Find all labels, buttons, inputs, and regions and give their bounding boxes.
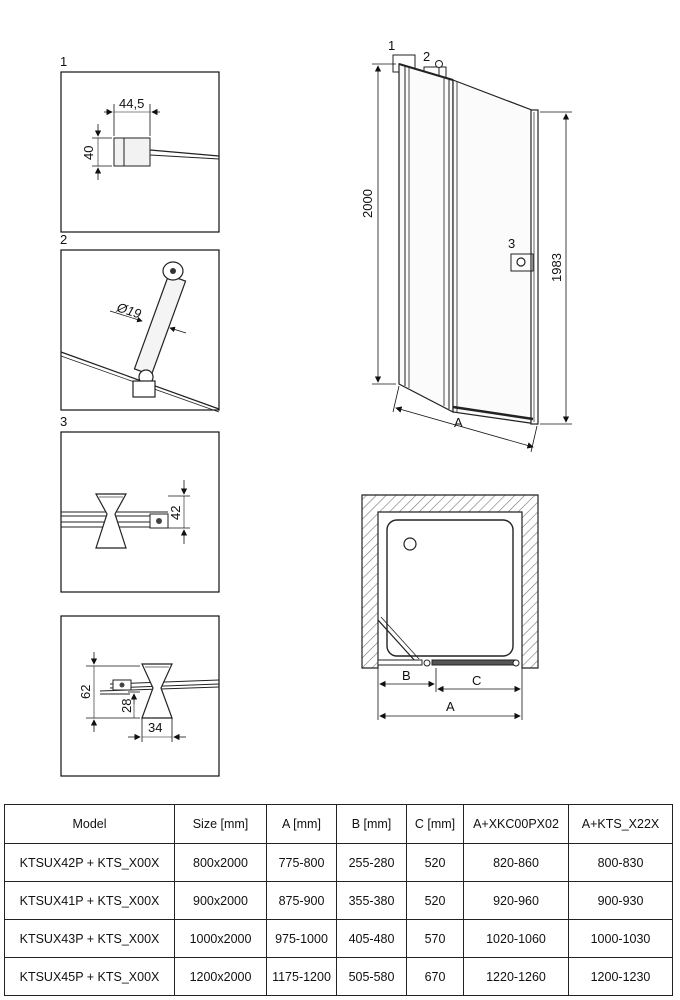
glass-clamp <box>132 380 156 398</box>
shower-tray <box>386 519 514 657</box>
cell-a: 875-900 <box>266 881 337 920</box>
dim-c: C <box>472 673 481 688</box>
plan-glass-fixed <box>431 659 517 666</box>
header-a-kts: A+KTS_X22X <box>568 804 673 844</box>
cell-b: 355-380 <box>336 881 407 920</box>
dim-40: 40 <box>81 146 96 160</box>
header-size: Size [mm] <box>174 804 267 844</box>
wall-hatch <box>361 494 539 669</box>
dim-44-5: 44,5 <box>119 96 144 111</box>
header-a-xkc: A+XKC00PX02 <box>463 804 569 844</box>
table-row: KTSUX42P + KTS_X00X 800x2000 775-800 255… <box>4 843 673 882</box>
cell-a-xkc: 1220-1260 <box>463 957 569 996</box>
cell-a-kts: 1000-1030 <box>568 919 673 958</box>
detail-4: 62 28 34 <box>60 615 220 777</box>
dim-28: 28 <box>119 699 134 713</box>
door-knob <box>94 493 128 549</box>
cell-model: KTSUX45P + KTS_X00X <box>4 957 175 996</box>
dim-34: 34 <box>148 720 162 735</box>
header-a: A [mm] <box>266 804 337 844</box>
detail-2-number: 2 <box>60 232 67 247</box>
table-row: KTSUX45P + KTS_X00X 1200x2000 1175-1200 … <box>4 957 673 996</box>
header-b: B [mm] <box>336 804 407 844</box>
wall-profile <box>113 137 151 167</box>
dim-a-plan: A <box>446 699 455 714</box>
dim-62: 62 <box>78 685 93 699</box>
cell-a-kts: 1200-1230 <box>568 957 673 996</box>
header-c: C [mm] <box>406 804 464 844</box>
dimensions-table: Model Size [mm] A [mm] B [mm] C [mm] A+X… <box>4 804 673 996</box>
dim-width-a: A <box>454 415 463 430</box>
dim-height-1983: 1983 <box>549 253 564 282</box>
cell-c: 520 <box>406 843 464 882</box>
cell-model: KTSUX42P + KTS_X00X <box>4 843 175 882</box>
cell-model: KTSUX41P + KTS_X00X <box>4 881 175 920</box>
table-row: KTSUX43P + KTS_X00X 1000x2000 975-1000 4… <box>4 919 673 958</box>
cell-b: 255-280 <box>336 843 407 882</box>
detail-3: 3 42 <box>60 414 220 593</box>
cell-a-xkc: 820-860 <box>463 843 569 882</box>
detail-1-number: 1 <box>60 54 67 69</box>
cell-size: 1000x2000 <box>174 919 267 958</box>
plan-view: B C A <box>361 494 539 720</box>
detail-1: 1 44,5 40 <box>60 54 220 233</box>
door-elevation: 1 2 3 2000 1983 <box>360 38 572 453</box>
cell-a-xkc: 1020-1060 <box>463 919 569 958</box>
detail-3-number: 3 <box>60 414 67 429</box>
door-panel <box>452 79 538 425</box>
callout-1: 1 <box>388 38 395 53</box>
header-model: Model <box>4 804 175 844</box>
cell-a: 975-1000 <box>266 919 337 958</box>
cell-model: KTSUX43P + KTS_X00X <box>4 919 175 958</box>
cell-c: 570 <box>406 919 464 958</box>
cell-a: 1175-1200 <box>266 957 337 996</box>
cell-a-kts: 900-930 <box>568 881 673 920</box>
cell-size: 800x2000 <box>174 843 267 882</box>
door-edge-profile <box>530 109 539 425</box>
detail-4-frame <box>60 615 220 777</box>
callout-3: 3 <box>508 236 515 251</box>
cell-a-xkc: 920-960 <box>463 881 569 920</box>
cell-c: 670 <box>406 957 464 996</box>
table-header-row: Model Size [mm] A [mm] B [mm] C [mm] A+X… <box>4 804 673 844</box>
cell-b: 505-580 <box>336 957 407 996</box>
callout-2: 2 <box>423 49 430 64</box>
cell-a: 775-800 <box>266 843 337 882</box>
cell-b: 405-480 <box>336 919 407 958</box>
technical-drawing: 1 44,5 40 2 <box>60 38 572 777</box>
drain <box>403 537 417 551</box>
cell-size: 1200x2000 <box>174 957 267 996</box>
cell-size: 900x2000 <box>174 881 267 920</box>
cell-a-kts: 800-830 <box>568 843 673 882</box>
table-row: KTSUX41P + KTS_X00X 900x2000 875-900 355… <box>4 881 673 920</box>
cell-c: 520 <box>406 881 464 920</box>
dim-height-2000: 2000 <box>360 189 375 218</box>
dim-b: B <box>402 668 411 683</box>
detail-2: 2 Ø19 <box>60 232 220 413</box>
fixed-panel <box>398 63 454 413</box>
dim-42: 42 <box>168 506 183 520</box>
